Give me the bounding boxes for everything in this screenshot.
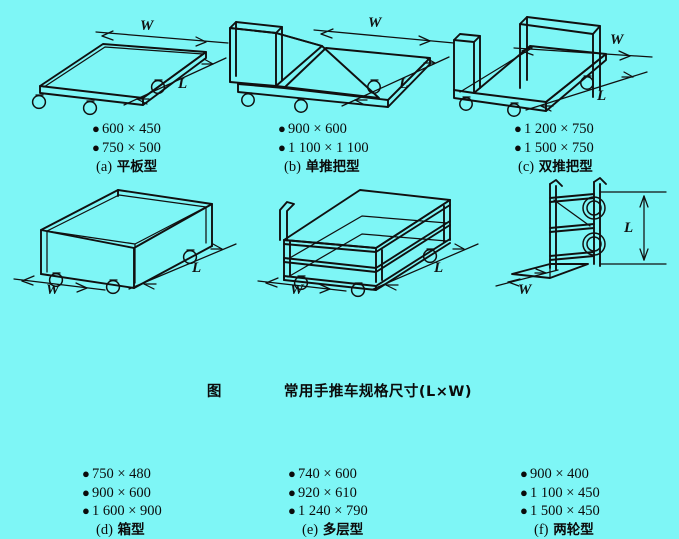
drawing-single-handle-cart: W L (222, 10, 462, 120)
panel-a: W L ●600 × 450 ●750 × 500 (a) 平板型 (0, 0, 240, 180)
spec-item: ●1 100 × 450 (520, 484, 600, 503)
spec-value: 900 × 400 (530, 466, 589, 482)
svg-text:L: L (596, 88, 606, 104)
panel-tag: (a) (96, 159, 113, 175)
spec-value: 1 100 × 450 (530, 484, 600, 501)
spec-value: 1 500 × 750 (524, 139, 594, 156)
bullet-icon: ● (92, 139, 100, 155)
spec-value: 900 × 600 (92, 484, 151, 501)
svg-text:W: W (46, 282, 61, 298)
bullet-icon: ● (92, 121, 100, 136)
spec-item: ●750 × 500 (92, 139, 161, 158)
svg-text:W: W (610, 32, 625, 48)
panel-name: 双推把型 (538, 159, 593, 175)
panel-tag: (d) (96, 522, 113, 538)
svg-text:L: L (398, 76, 408, 92)
bullet-icon: ● (82, 503, 90, 518)
spec-value: 750 × 500 (102, 139, 161, 156)
drawing-box-cart: W L (8, 182, 250, 298)
bullet-icon: ● (278, 139, 286, 155)
spec-item: ●750 × 480 (82, 465, 162, 484)
spec-list-c: ●1 200 × 750 ●1 500 × 750 (514, 120, 594, 157)
bullet-icon: ● (288, 466, 296, 481)
svg-text:W: W (290, 282, 305, 298)
panel-c: W L ●1 200 × 750 ●1 500 × 750 (c) 双推把型 (452, 0, 679, 180)
panel-d: W L ●750 × 480 ●900 × 600 ●1 600 × 900 (0, 178, 250, 538)
bullet-icon: ● (514, 121, 522, 136)
svg-text:W: W (140, 18, 155, 34)
bullet-icon: ● (82, 466, 90, 481)
spec-item: ●1 200 × 750 (514, 120, 594, 139)
spec-value: 900 × 600 (288, 121, 347, 137)
spec-item: ●1 100 × 1 100 (278, 139, 369, 158)
svg-text:L: L (433, 260, 443, 276)
svg-text:W: W (518, 282, 533, 298)
figure-caption-title: 常用手推车规格尺寸(L×W) (283, 383, 473, 400)
panel-caption-a: (a) 平板型 (96, 155, 157, 176)
drawing-two-wheel-hand-truck: L W (488, 177, 678, 298)
panel-tag: (f) (534, 522, 549, 538)
drawing-flat-platform-cart: W L (10, 14, 235, 119)
panel-b: W L ●900 × 600 ●1 100 × 1 100 (b) 单推把型 (218, 0, 468, 180)
panel-name: 箱型 (117, 522, 145, 538)
spec-list-d: ●750 × 480 ●900 × 600 ●1 600 × 900 (82, 465, 162, 521)
figure-caption: 图 常用手推车规格尺寸(L×W) (0, 378, 679, 402)
spec-value: 1 600 × 900 (92, 503, 162, 519)
panel-name: 单推把型 (305, 159, 360, 175)
spec-item: ●900 × 400 (520, 465, 600, 484)
panel-caption-f: (f) 两轮型 (534, 518, 594, 539)
bullet-icon: ● (514, 139, 522, 155)
panel-caption-c: (c) 双推把型 (518, 155, 593, 176)
svg-text:L: L (191, 260, 201, 276)
drawing-multi-shelf-cart: W L (254, 178, 486, 298)
panel-e: W L ●740 × 600 ●920 × 610 ●1 240 × 790 (246, 178, 486, 538)
bullet-icon: ● (278, 121, 286, 136)
panel-caption-b: (b) 单推把型 (284, 155, 360, 176)
bullet-icon: ● (288, 484, 296, 500)
panel-tag: (e) (302, 522, 319, 538)
drawing-double-handle-cart: W L (453, 10, 676, 120)
panel-name: 平板型 (116, 159, 158, 175)
panel-name: 两轮型 (553, 522, 594, 538)
svg-text:L: L (623, 220, 633, 236)
bullet-icon: ● (82, 484, 90, 500)
bullet-icon: ● (520, 503, 528, 518)
panel-name: 多层型 (322, 522, 364, 538)
spec-value: 1 100 × 1 100 (288, 139, 369, 156)
spec-value: 1 240 × 790 (298, 503, 368, 519)
panel-tag: (c) (518, 159, 535, 175)
spec-list-a: ●600 × 450 ●750 × 500 (92, 120, 161, 157)
spec-item: ●900 × 600 (278, 120, 369, 139)
spec-value: 1 200 × 750 (524, 121, 594, 137)
spec-list-f: ●900 × 400 ●1 100 × 450 ●1 500 × 450 (520, 465, 600, 521)
spec-item: ●600 × 450 (92, 120, 161, 139)
spec-value: 740 × 600 (298, 466, 357, 482)
spec-value: 750 × 480 (92, 466, 151, 482)
spec-item: ●900 × 600 (82, 484, 162, 503)
spec-value: 600 × 450 (102, 121, 161, 137)
spec-list-b: ●900 × 600 ●1 100 × 1 100 (278, 120, 369, 157)
bullet-icon: ● (520, 484, 528, 500)
spec-item: ●920 × 610 (288, 484, 368, 503)
spec-value: 1 500 × 450 (530, 503, 600, 519)
bullet-icon: ● (288, 503, 296, 518)
panel-tag: (b) (284, 159, 301, 175)
svg-text:L: L (177, 76, 187, 92)
spec-value: 920 × 610 (298, 484, 357, 501)
panel-caption-e: (e) 多层型 (302, 518, 363, 539)
figure-caption-tag: 图 (206, 383, 222, 400)
panel-f: L W ●900 × 400 ●1 100 × 450 ●1 500 × 450 (482, 177, 679, 538)
svg-text:W: W (368, 15, 383, 31)
bullet-icon: ● (520, 466, 528, 481)
spec-list-e: ●740 × 600 ●920 × 610 ●1 240 × 790 (288, 465, 368, 521)
spec-item: ●1 500 × 750 (514, 139, 594, 158)
panel-caption-d: (d) 箱型 (96, 518, 145, 539)
spec-item: ●740 × 600 (288, 465, 368, 484)
